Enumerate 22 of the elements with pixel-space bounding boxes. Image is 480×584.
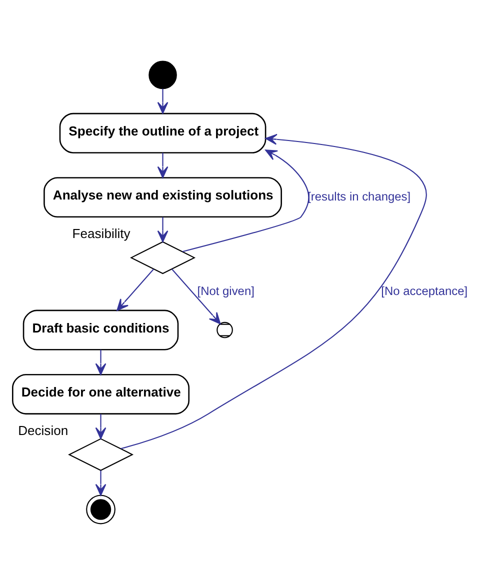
- arrow: [157, 216, 168, 242]
- arrow: [116, 268, 154, 310]
- arrow: [120, 133, 427, 449]
- arrow: [157, 88, 168, 114]
- arrow: [95, 470, 106, 496]
- arrow: [172, 268, 221, 324]
- node-box: Specify the outline of a project: [59, 112, 266, 153]
- node-box: Decide for one alternative: [12, 373, 190, 414]
- edge-label: [Not given]: [197, 284, 254, 298]
- node-box: Analyse new and existing solutions: [44, 176, 282, 218]
- arrow: [95, 349, 106, 375]
- node-bullseye: [86, 494, 116, 524]
- node-label: Decision: [18, 422, 68, 438]
- node-diamond: [130, 240, 196, 274]
- edge-label: [No acceptance]: [381, 284, 468, 298]
- arrow: [182, 149, 310, 252]
- arrow: [95, 414, 106, 439]
- node-diamond: [68, 438, 134, 470]
- node-circle: [148, 60, 177, 89]
- node-label: Feasibility: [72, 226, 130, 241]
- node-box: Draft basic conditions: [22, 309, 179, 350]
- arrow: [157, 152, 168, 178]
